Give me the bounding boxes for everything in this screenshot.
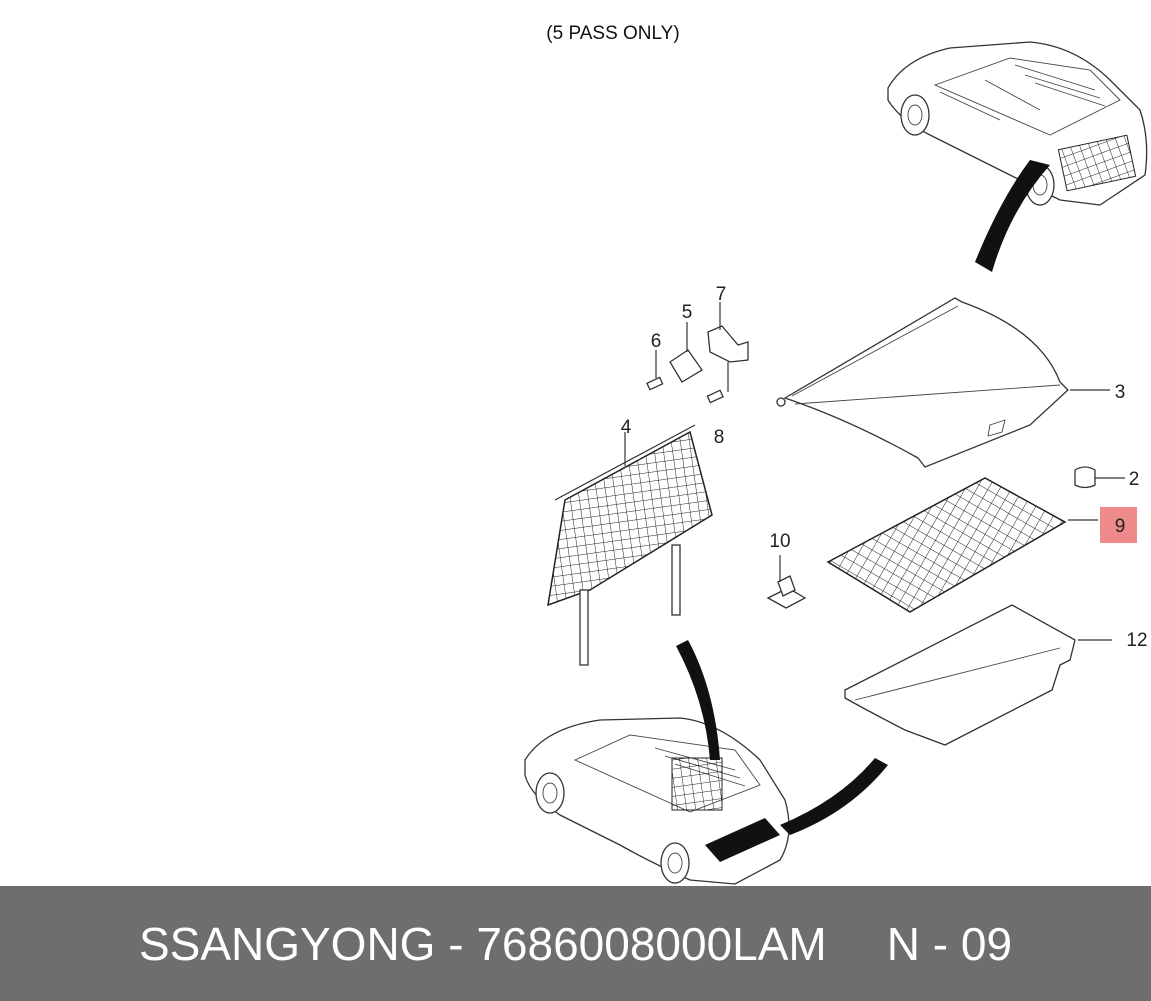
callout-4: 4 [621, 417, 632, 438]
part-3-luggage-cover [776, 297, 1110, 468]
callout-3: 3 [1115, 382, 1126, 403]
callout-2: 2 [1129, 469, 1140, 490]
footer-bar: SSANGYONG - 7686008000LAM N - 09 [0, 886, 1151, 1001]
callout-9: 9 [1115, 516, 1126, 537]
part-10-hook [766, 555, 807, 609]
footer-brand-part-number: SSANGYONG - 7686008000LAM [138, 917, 827, 970]
vehicle-bottom-illustration [524, 640, 888, 885]
callout-7: 7 [716, 284, 727, 305]
callout-6: 6 [651, 331, 662, 352]
callout-8: 8 [714, 427, 725, 448]
part-4-cargo-net-partition [547, 424, 713, 666]
callout-12: 12 [1126, 630, 1147, 651]
parts-5-6-7-8-brackets [646, 302, 749, 404]
note-5-pass-only: (5 PASS ONLY) [546, 23, 679, 44]
part-9-floor-net [826, 477, 1098, 613]
part-12-floor-tray [844, 604, 1112, 746]
callout-5: 5 [682, 302, 693, 323]
parts-diagram: (5 PASS ONLY) [524, 23, 1148, 885]
footer-page-code: N - 09 [886, 917, 1013, 970]
callout-10: 10 [769, 531, 790, 552]
callout-9-highlight [1100, 507, 1137, 543]
vehicle-top-illustration [887, 41, 1148, 272]
part-2-clip [1074, 466, 1125, 489]
